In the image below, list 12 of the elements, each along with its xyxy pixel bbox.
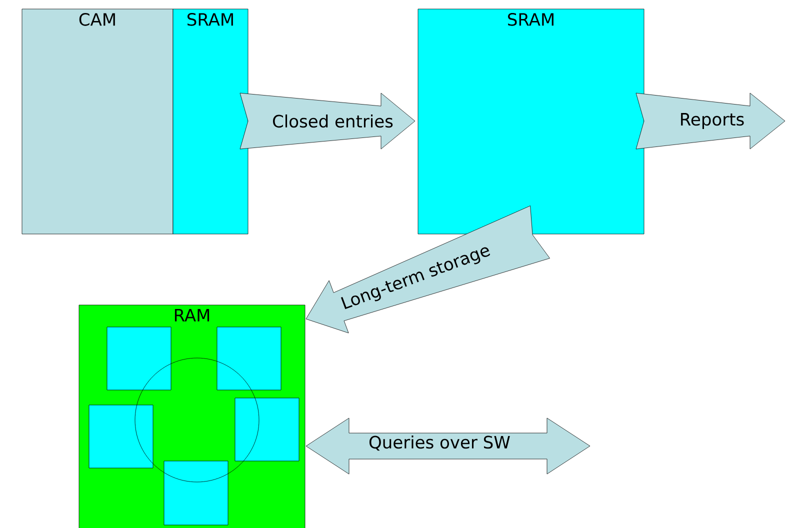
- memory-square: [216, 326, 282, 390]
- memory-block: SRAM: [172, 8, 248, 234]
- edge-label: Reports: [678, 112, 746, 130]
- memory-block: CAM: [22, 8, 174, 234]
- memory-square: [106, 326, 172, 390]
- memory-square: [88, 404, 154, 468]
- memory-block: SRAM: [418, 8, 644, 234]
- edge-label: Closed entries: [271, 113, 394, 129]
- memory-square: [234, 398, 300, 462]
- edge-label: Queries over SW: [368, 434, 512, 452]
- ring-circle: [134, 358, 260, 482]
- memory-square: [164, 460, 228, 526]
